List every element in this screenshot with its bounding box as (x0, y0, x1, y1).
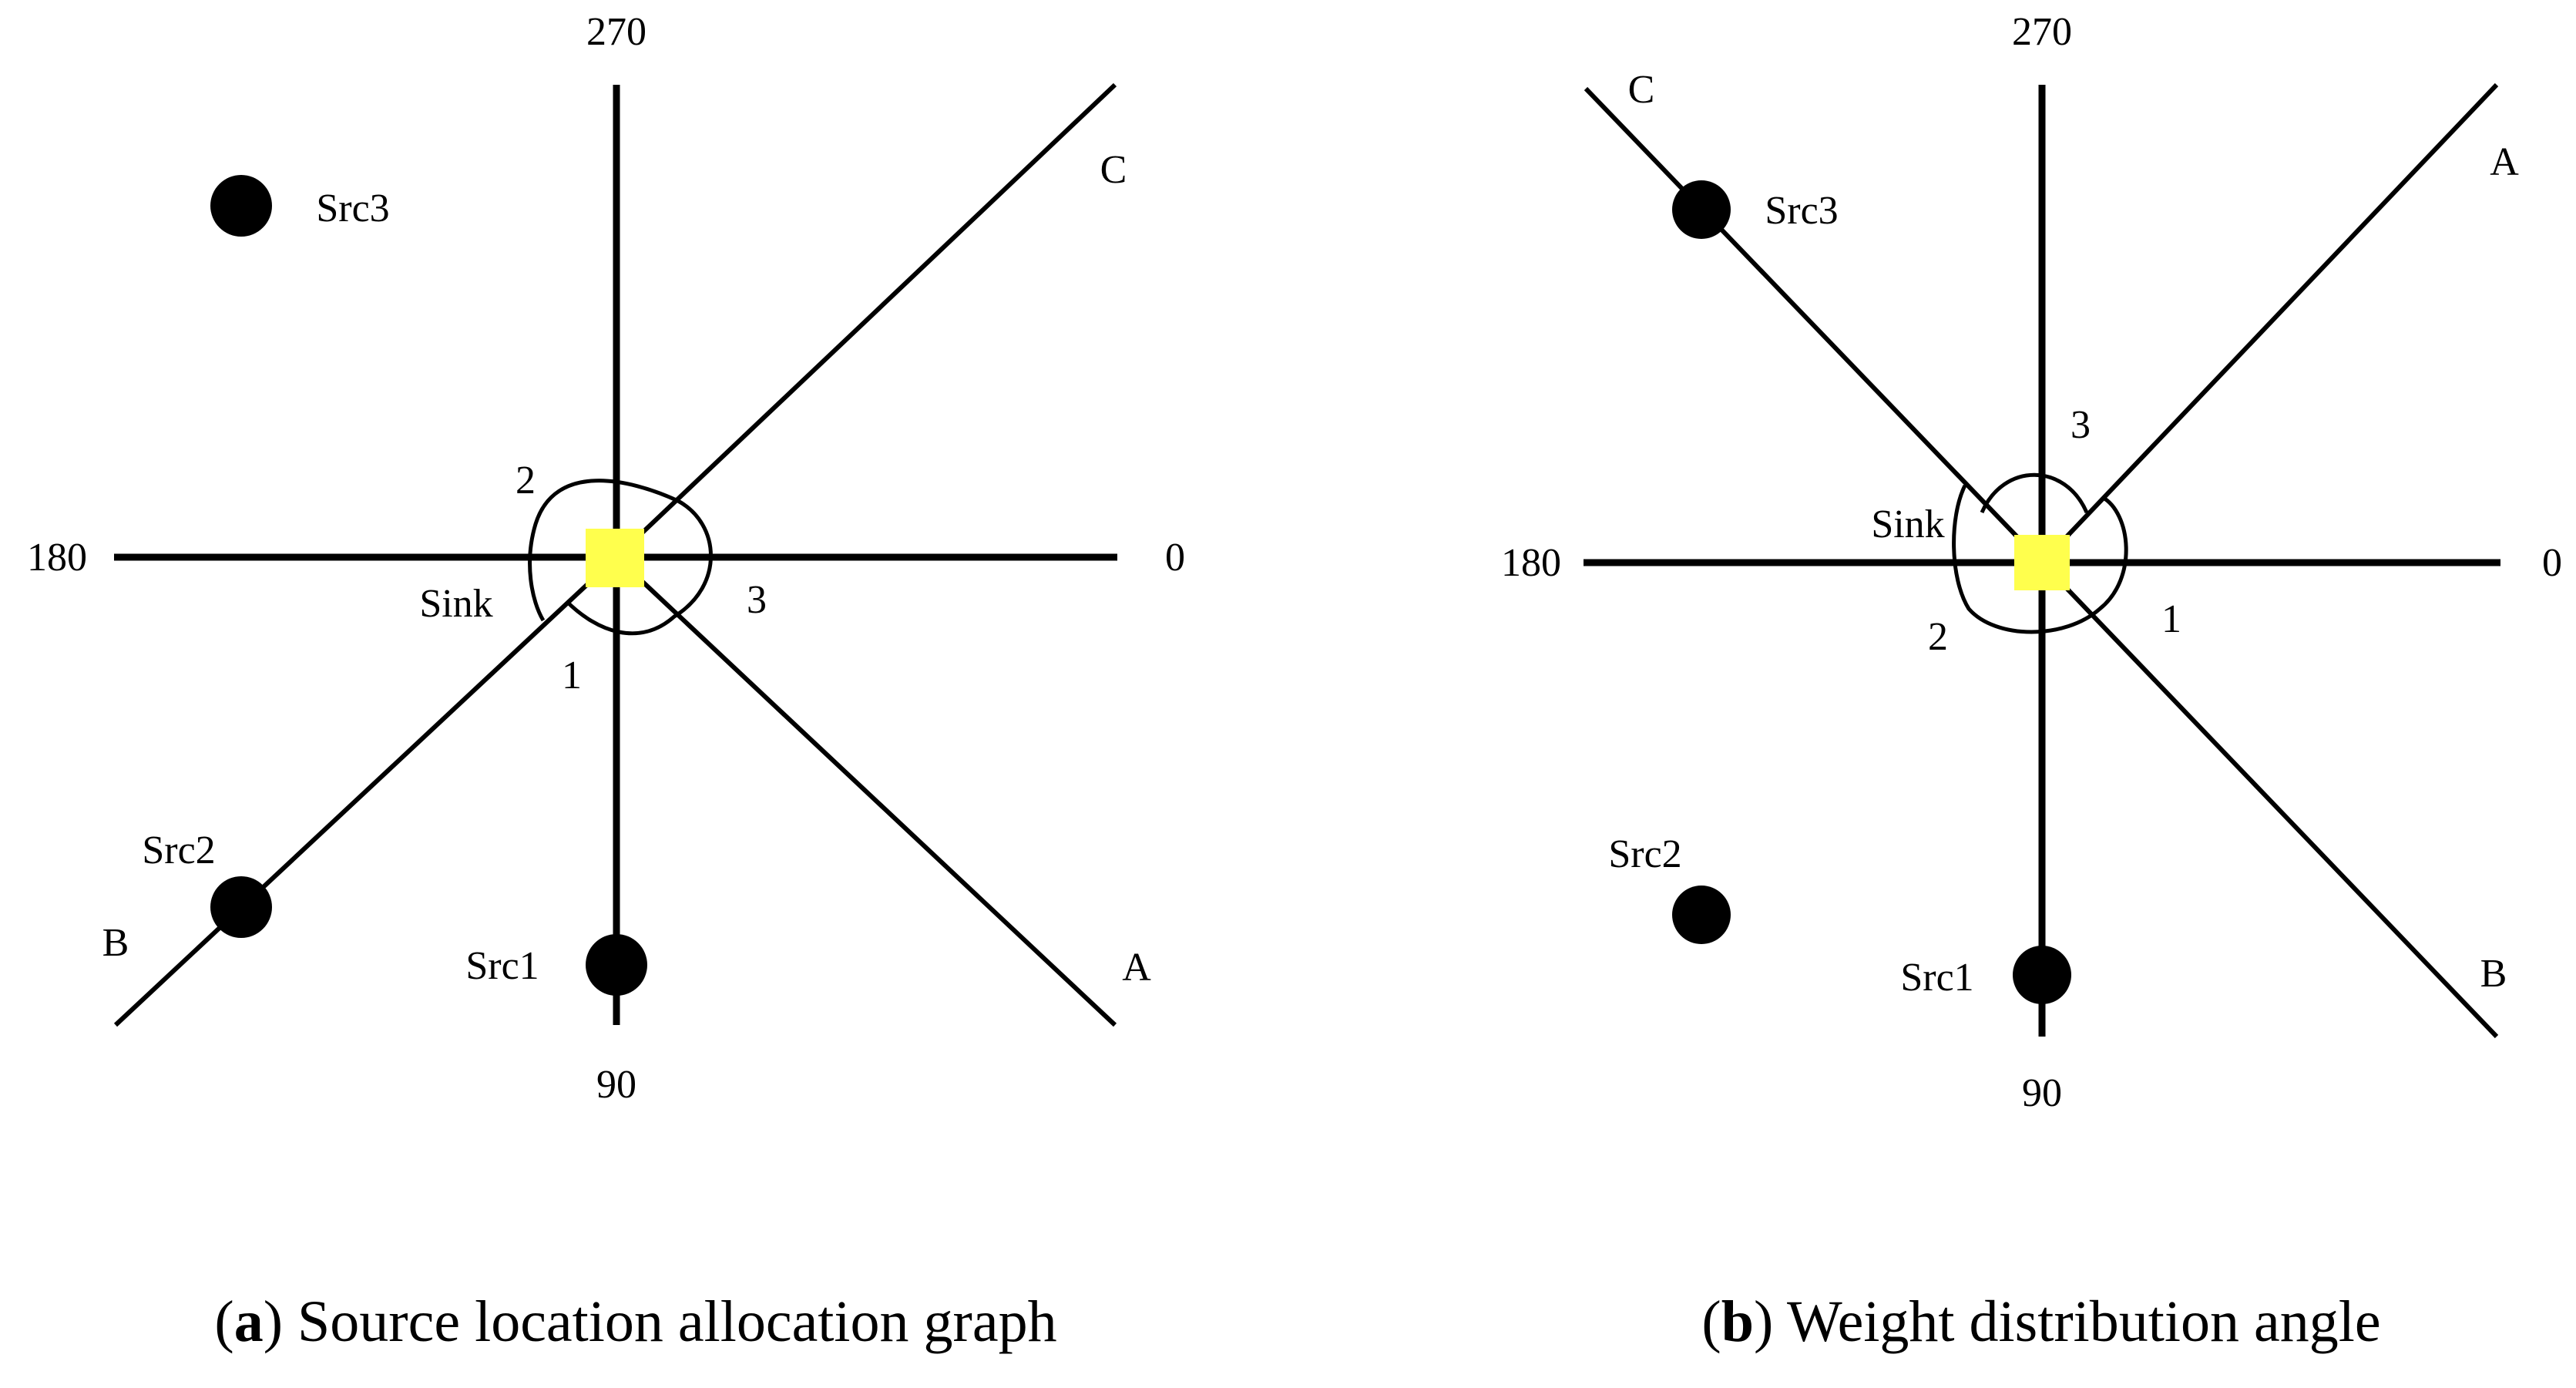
panel-b: 270 90 180 0 C A B 3 1 2 Sink Src3 Src2 … (1501, 10, 2562, 1354)
panel-b-sector-1: 1 (2161, 597, 2181, 641)
panel-a-src3-marker (210, 175, 272, 237)
panel-b-caption-letter: b (1721, 1289, 1754, 1354)
panel-b-line-a (2040, 82, 2499, 565)
panel-a-direction-b: B (102, 921, 129, 965)
panel-b-direction-c: C (1628, 68, 1655, 112)
panel-b-sink-marker (2014, 535, 2070, 590)
panel-b-src1-marker (2013, 946, 2071, 1004)
panel-a-angle-270: 270 (586, 10, 647, 54)
panel-b-caption: (b) Weight distribution angle (1701, 1289, 2380, 1354)
panel-b-src2-marker (1672, 886, 1731, 944)
panel-a-line-a (614, 555, 1117, 1027)
panel-a-src2-label: Src2 (142, 828, 215, 872)
panel-b-direction-a: A (2490, 140, 2519, 184)
panel-b-angle-90: 90 (2022, 1071, 2062, 1115)
panel-a-sector-3: 3 (747, 578, 767, 622)
panel-a: 270 90 180 0 C A B 2 3 1 Sink Src3 Src2 … (27, 10, 1185, 1354)
panel-b-src3-marker (1672, 180, 1731, 239)
panel-a-sink-label: Sink (419, 582, 492, 626)
panel-b-angle-270: 270 (2012, 10, 2072, 54)
panel-a-caption-letter: a (234, 1289, 264, 1354)
panel-b-sink-label: Sink (1871, 502, 1944, 546)
panel-a-caption: (a) Source location allocation graph (214, 1289, 1056, 1354)
panel-b-line-b (2040, 560, 2499, 1039)
panel-a-line-c (614, 82, 1117, 560)
panel-a-sink-marker (586, 529, 644, 587)
panel-a-angle-0: 0 (1165, 536, 1185, 580)
panel-b-src3-label: Src3 (1765, 189, 1838, 233)
panel-a-sector-2: 2 (516, 459, 536, 502)
panel-a-angle-90: 90 (596, 1063, 636, 1107)
panel-a-src1-label: Src1 (465, 944, 539, 988)
panel-a-direction-a: A (1122, 946, 1151, 990)
panel-a-sector-1: 1 (562, 654, 582, 697)
panel-b-sector-3: 3 (2071, 403, 2091, 447)
panel-a-direction-c: C (1100, 148, 1127, 192)
panel-a-src2-marker (210, 876, 272, 938)
panel-b-line-c (1584, 86, 2044, 565)
panel-a-sector-curve (528, 479, 713, 636)
panel-b-direction-b: B (2480, 952, 2507, 996)
panel-b-sector-2: 2 (1928, 615, 1948, 659)
panel-a-src1-marker (586, 934, 647, 996)
panel-b-angle-0: 0 (2542, 541, 2562, 585)
panel-b-angle-180: 180 (1501, 541, 1561, 585)
panel-a-angle-180: 180 (27, 536, 87, 580)
panel-a-src3-label: Src3 (316, 187, 389, 230)
panel-a-line-b (113, 555, 619, 1027)
panel-b-src1-label: Src1 (1900, 956, 1973, 1000)
panel-b-sector-curve (1952, 472, 2128, 634)
panel-b-src2-label: Src2 (1608, 832, 1681, 876)
